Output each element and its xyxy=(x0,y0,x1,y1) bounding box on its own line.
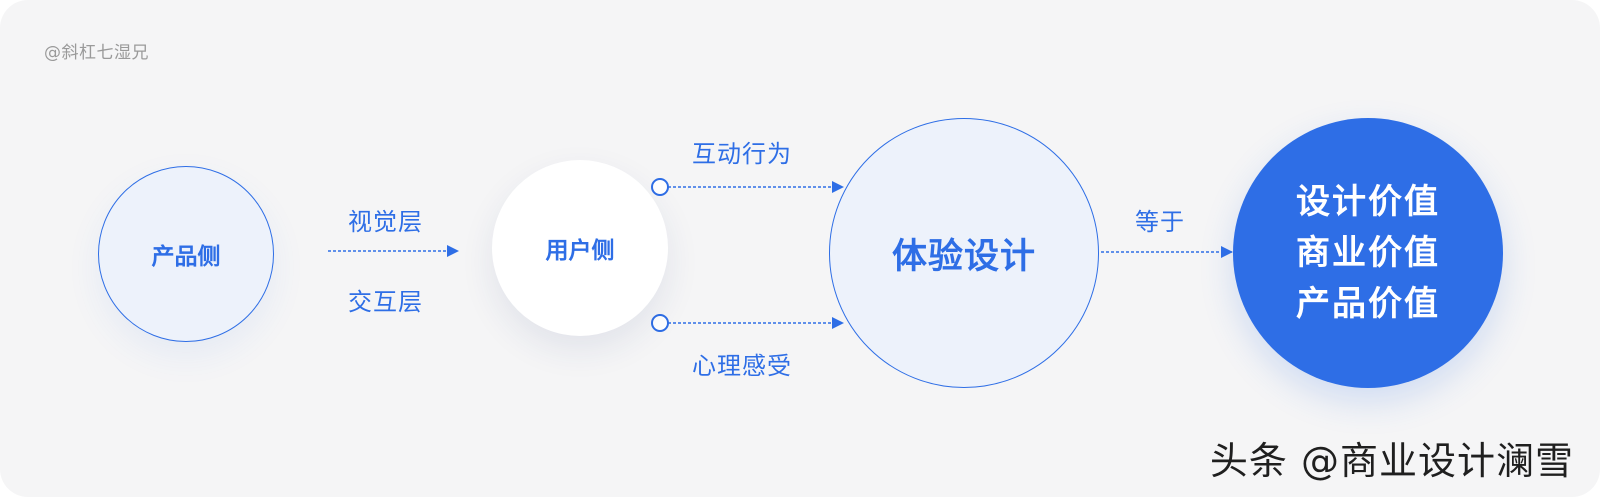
node-user-side: 用户侧 xyxy=(492,160,668,336)
connector-dot-top xyxy=(651,178,669,196)
node-user-side-label: 用户侧 xyxy=(545,238,615,264)
connector-dot-bottom xyxy=(651,314,669,332)
node-values: 设计价值 商业价值 产品价值 xyxy=(1233,118,1503,388)
edge-label-equals: 等于 xyxy=(1135,208,1185,236)
edge-label-psychological-feeling: 心理感受 xyxy=(692,352,792,380)
value-design: 设计价值 xyxy=(1296,181,1440,222)
edge-label-interaction-layer: 交互层 xyxy=(348,288,423,316)
author-tag: @斜杠七湿兄 xyxy=(44,43,149,63)
watermark: 头条 @商业设计澜雪 xyxy=(1209,439,1574,483)
node-experience-design-label: 体验设计 xyxy=(891,236,1036,277)
value-product: 产品价值 xyxy=(1296,283,1440,324)
node-product-side-label: 产品侧 xyxy=(151,244,221,270)
edge-label-visual-layer: 视觉层 xyxy=(348,208,423,236)
node-experience-design: 体验设计 xyxy=(829,118,1099,388)
value-business: 商业价值 xyxy=(1296,232,1440,273)
node-product-side: 产品侧 xyxy=(98,166,274,342)
edge-label-interaction-behavior: 互动行为 xyxy=(692,140,792,168)
